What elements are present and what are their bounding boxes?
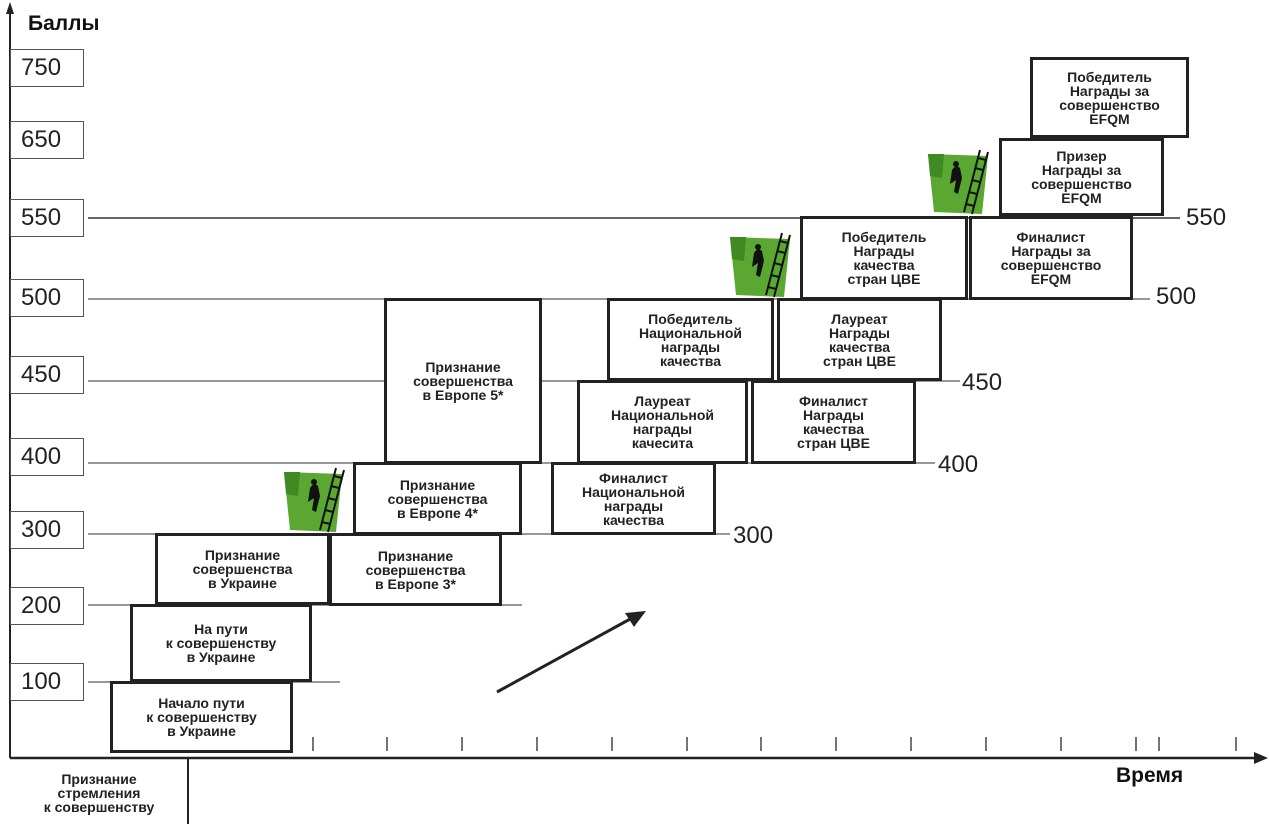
level-box-label: Начало пути к совершенству в Украине [146, 695, 257, 739]
level-box-cee-laureate: Лауреат Награды качества стран ЦВЕ [777, 298, 942, 381]
level-box-label: Победитель Национальной награды качества [638, 310, 743, 369]
level-box-recognition-europe-5: Признание совершенства в Европе 5* [384, 298, 542, 464]
y-tick-650: 650 [10, 121, 84, 159]
x-axis-title: Время [1116, 764, 1184, 787]
level-box-efqm-winner: Победитель Награды за совершенство EFQM [1030, 57, 1189, 138]
level-box-label: Признание совершенства в Европе 4* [387, 476, 488, 521]
level-box-recognition-ukraine: Признание совершенства в Украине [155, 533, 330, 605]
level-box-efqm-prize: Призер Награды за совершенство EFQM [999, 138, 1164, 216]
level-box-label: Финалист Национальной награды качества [581, 469, 686, 528]
progress-arrow-line [496, 616, 633, 694]
level-box-label: Признание совершенства в Европе 3* [365, 547, 466, 592]
level-box-label: Победитель Награды качества стран ЦВЕ [841, 229, 927, 287]
right-tick-400: 400 [938, 451, 979, 478]
level-box-label: Победитель Награды за совершенство EFQM [1059, 68, 1160, 127]
right-tick-300: 300 [733, 522, 774, 549]
y-tick-400: 400 [10, 438, 84, 476]
level-box-efqm-finalist: Финалист Награды за совершенство EFQM [969, 216, 1133, 300]
right-tick-450: 450 [962, 369, 1003, 396]
y-tick-200: 200 [10, 587, 84, 625]
right-tick-550: 550 [1186, 204, 1227, 231]
level-box-label: Лауреат Национальной награды качесита [610, 393, 715, 451]
x-axis-arrow-icon [1254, 752, 1268, 764]
y-axis-title: Баллы [28, 12, 100, 35]
ladder-climber-icon [284, 467, 345, 533]
right-tick-500: 500 [1156, 283, 1197, 310]
level-box-label: Лауреат Награды качества стран ЦВЕ [822, 310, 896, 369]
base-label-box: Признание стремления к совершенству [10, 762, 188, 824]
ladder-climber-icon [730, 232, 791, 298]
level-box-recognition-europe-4: Признание совершенства в Европе 4* [353, 462, 522, 535]
ladder-climber-icon [928, 149, 989, 215]
level-box-national-finalist: Финалист Национальной награды качества [551, 462, 716, 535]
x-ticks [312, 737, 1237, 751]
y-tick-500: 500 [10, 279, 84, 317]
level-box-label: Финалист Награды за совершенство EFQM [1000, 229, 1102, 287]
base-label: Признание стремления к совершенству [43, 771, 155, 815]
level-box-start-ukraine: Начало пути к совершенству в Украине [110, 681, 293, 753]
level-box-path-ukraine: На пути к совершенству в Украине [130, 604, 312, 682]
level-box-label: На пути к совершенству в Украине [165, 621, 277, 665]
y-tick-300: 300 [10, 511, 84, 549]
y-axis-arrow-icon [6, 2, 14, 14]
level-box-label: Финалист Награды качества стран ЦВЕ [796, 393, 870, 451]
level-box-label: Признание совершенства в Европе 5* [413, 359, 513, 403]
level-box-national-winner: Победитель Национальной награды качества [607, 298, 774, 381]
y-tick-550: 550 [10, 199, 84, 237]
level-box-label: Признание совершенства в Украине [192, 547, 293, 591]
y-tick-450: 450 [10, 356, 84, 394]
level-box-label: Призер Награды за совершенство EFQM [1031, 148, 1132, 206]
y-tick-100: 100 [10, 663, 84, 701]
y-tick-750: 750 [10, 49, 84, 87]
level-box-national-laureate: Лауреат Национальной награды качесита [577, 380, 748, 464]
level-box-cee-winner: Победитель Награды качества стран ЦВЕ [800, 216, 968, 300]
level-box-cee-finalist: Финалист Награды качества стран ЦВЕ [751, 380, 916, 464]
level-box-recognition-europe-3: Признание совершенства в Европе 3* [329, 533, 502, 606]
progress-arrow-icon [625, 611, 646, 627]
